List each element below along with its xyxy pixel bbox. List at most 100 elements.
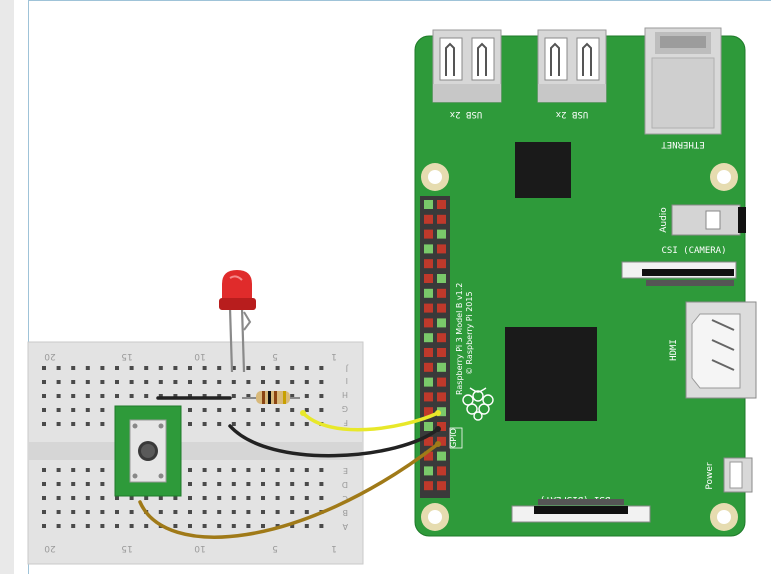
gpio-pin [424, 451, 433, 461]
breadboard-hole [275, 380, 280, 384]
bb-top-num-10: 10 [194, 351, 206, 361]
breadboard-hole [158, 380, 163, 384]
breadboard-hole [202, 468, 207, 472]
breadboard-hole [100, 422, 105, 426]
breadboard-row-letters: J I H G F E D C B A [342, 364, 349, 531]
breadboard-hole [202, 510, 207, 514]
power-port [723, 457, 753, 493]
mounting-holes [421, 163, 738, 531]
breadboard-hole [85, 510, 90, 514]
gpio-pin [437, 377, 446, 387]
bb-row-h: H [342, 390, 348, 399]
breadboard-hole [71, 408, 76, 412]
gpio-pin [424, 274, 433, 283]
breadboard-hole [100, 468, 105, 472]
breadboard-hole [217, 422, 222, 426]
breadboard-hole [246, 380, 251, 384]
breadboard-hole [42, 510, 46, 514]
breadboard-hole [246, 510, 251, 514]
breadboard-hole [304, 380, 309, 384]
gpio-pin [437, 333, 446, 343]
breadboard-hole [173, 394, 178, 398]
gpio-pin [424, 333, 433, 343]
breadboard-hole [71, 468, 76, 472]
breadboard-hole [71, 482, 76, 486]
breadboard-hole [275, 482, 280, 486]
breadboard-hole [304, 524, 309, 528]
breadboard-hole [202, 408, 207, 412]
breadboard-hole [202, 524, 207, 528]
gpio-pin [424, 259, 433, 269]
breadboard-hole [246, 394, 251, 398]
gpio-pin [424, 436, 433, 446]
resistor [242, 391, 300, 404]
breadboard-hole [188, 482, 192, 486]
breadboard-hole [144, 366, 149, 370]
breadboard-hole [217, 510, 222, 514]
breadboard-hole [85, 394, 90, 398]
gpio-header [420, 196, 450, 498]
gpio-pin [424, 229, 433, 239]
breadboard-hole [304, 496, 309, 500]
breadboard-hole [85, 408, 90, 412]
gpio-pin [437, 422, 446, 431]
breadboard-hole [261, 366, 265, 370]
breadboard-hole [56, 524, 61, 528]
breadboard-hole [71, 394, 76, 398]
breadboard-hole [202, 422, 207, 426]
breadboard-hole [144, 394, 149, 398]
gpio-pin [437, 288, 446, 298]
breadboard-hole [115, 380, 119, 384]
breadboard-hole [319, 408, 324, 412]
processor-chip [505, 327, 597, 421]
breadboard-hole [71, 422, 76, 426]
gpio-pin [424, 348, 433, 357]
wire-black-pin [435, 426, 441, 432]
breadboard-hole [275, 496, 280, 500]
breadboard-hole [246, 496, 251, 500]
breadboard-hole [319, 524, 324, 528]
breadboard-hole [304, 510, 309, 514]
breadboard-hole [246, 408, 251, 412]
bb-row-g: G [342, 404, 348, 413]
breadboard-hole [71, 366, 76, 370]
breadboard-hole [100, 482, 105, 486]
breadboard-hole [217, 366, 222, 370]
gpio-pin [424, 214, 433, 224]
gpio-pin [424, 200, 433, 209]
breadboard-hole [85, 496, 90, 500]
breadboard-hole [56, 366, 61, 370]
gpio-pin [437, 466, 446, 476]
gpio-pin [437, 407, 446, 417]
breadboard-hole [202, 380, 207, 384]
breadboard-hole [188, 380, 192, 384]
breadboard-hole [290, 422, 295, 426]
raspberry-logo-icon [462, 387, 494, 421]
gpio-pin [437, 303, 446, 313]
breadboard-hole [85, 524, 90, 528]
breadboard-hole [231, 524, 236, 528]
breadboard-hole [173, 366, 178, 370]
gpio-pin [437, 451, 446, 461]
breadboard-hole [42, 408, 46, 412]
breadboard-hole [173, 524, 178, 528]
breadboard-hole [231, 380, 236, 384]
breadboard-hole [319, 468, 324, 472]
breadboard-hole [188, 496, 192, 500]
breadboard-hole [217, 408, 222, 412]
breadboard-hole [246, 482, 251, 486]
breadboard-hole [290, 496, 295, 500]
breadboard-hole [275, 468, 280, 472]
breadboard-hole [290, 408, 295, 412]
breadboard-hole [100, 524, 105, 528]
breadboard-hole [56, 468, 61, 472]
breadboard: 20 15 10 5 1 20 15 10 5 1 J I H G F E D … [27, 341, 364, 565]
gpio-pin [424, 362, 433, 372]
push-button[interactable] [114, 405, 182, 497]
breadboard-hole [275, 366, 280, 370]
breadboard-hole [246, 422, 251, 426]
breadboard-hole [71, 524, 76, 528]
breadboard-hole [158, 496, 163, 500]
gpio-pin [424, 244, 433, 254]
